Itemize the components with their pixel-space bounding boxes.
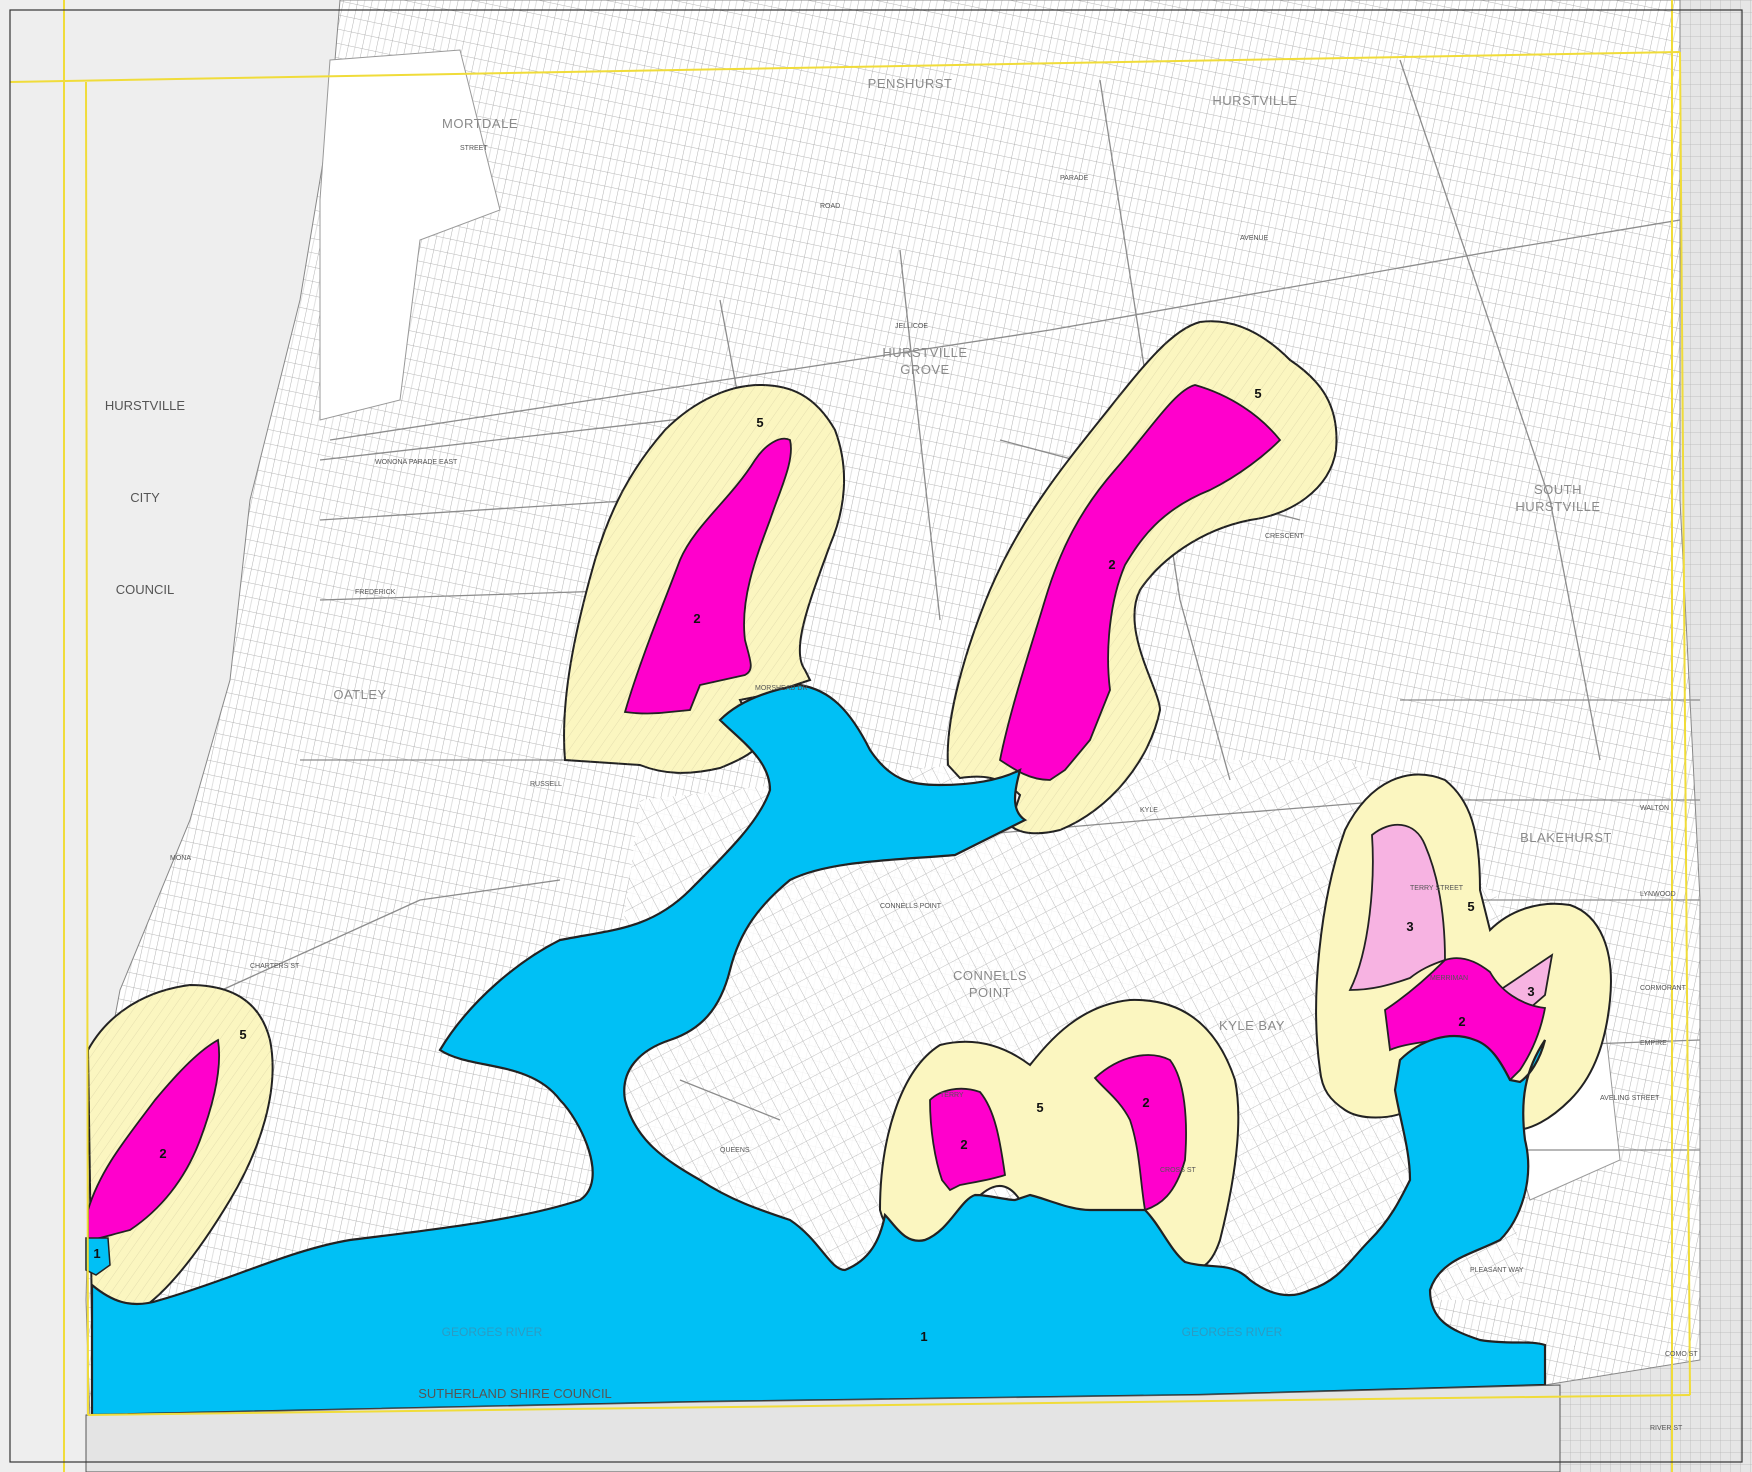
street-label: AVELING STREET <box>1600 1095 1660 1102</box>
suburb-label-oatley: OATLEY <box>333 687 386 702</box>
river-label-east: GEORGES RIVER <box>1182 1325 1283 1339</box>
zone-label-3-north: 3 <box>1406 919 1413 934</box>
street-label: QUEENS <box>720 1147 750 1154</box>
street-label: PLEASANT WAY <box>1470 1267 1524 1274</box>
street-label: ROAD <box>820 203 840 210</box>
street-label: CONNELLS POINT <box>880 903 942 910</box>
suburb-label-connells-point-2: POINT <box>969 985 1011 1000</box>
sutherland-shore <box>85 1384 1561 1472</box>
street-label: MONA <box>170 855 191 862</box>
street-label: WONONA PARADE EAST <box>375 459 458 466</box>
zone-label-2-west: 2 <box>159 1146 166 1161</box>
street-label: CRESCENT <box>1265 533 1304 540</box>
council-boundary <box>9 0 1691 1472</box>
zone-label-5-blakehurst: 5 <box>1467 899 1474 914</box>
zone-3-area-north <box>1348 823 1446 991</box>
suburb-label-hurstville-grove-2: GROVE <box>900 362 949 377</box>
street-label: TERRY STREET <box>1410 885 1464 892</box>
street-label: AVENUE <box>1240 235 1269 242</box>
zone-label-2-oatley: 2 <box>693 611 700 626</box>
suburb-label-south-hurstville-2: HURSTVILLE <box>1515 499 1600 514</box>
georges-river-waterway <box>90 683 1547 1417</box>
suburb-label-mortdale: MORTDALE <box>442 116 518 131</box>
lga-parcel-area-south <box>600 760 1520 1300</box>
street-label: LYNWOOD <box>1640 891 1676 898</box>
zone-label-1-west: 1 <box>93 1246 100 1261</box>
street-label: FREDERICK <box>355 589 396 596</box>
street-label: KYLE <box>1140 807 1158 814</box>
zone-2-area-connells-point-east <box>1093 1054 1187 1212</box>
zone-label-2-blakehurst: 2 <box>1458 1014 1465 1029</box>
hurstville-council-label-line2: CITY <box>130 490 160 505</box>
zone-2-area-hurstville-grove <box>998 384 1282 781</box>
zone-label-3-east: 3 <box>1527 984 1534 999</box>
zone-label-5-connells: 5 <box>1036 1100 1043 1115</box>
street-labels: STREET ROAD PARADE AVENUE CRESCENT MORSH… <box>170 145 1698 1432</box>
zone-label-2-connells-west: 2 <box>960 1137 967 1152</box>
suburb-label-hurstville: HURSTVILLE <box>1212 93 1297 108</box>
zone-label-2-hurstville-grove: 2 <box>1108 557 1115 572</box>
street-label: RIVER ST <box>1650 1425 1683 1432</box>
zone-2-area-west <box>87 1038 221 1241</box>
street-label: CORMORANT <box>1640 985 1687 992</box>
zone-2-area-connells-point-west <box>929 1087 1006 1192</box>
suburb-label-penshurst: PENSHURST <box>868 76 953 91</box>
street-label: TERRY <box>940 1092 964 1099</box>
zone-label-5-hurstville-grove: 5 <box>1254 386 1261 401</box>
zone-label-1-main: 1 <box>920 1329 927 1344</box>
suburb-label-hurstville-grove-1: HURSTVILLE <box>882 345 967 360</box>
suburb-label-south-hurstville-1: SOUTH <box>1534 482 1582 497</box>
waterway-patch-west <box>85 1237 111 1276</box>
suburb-label-kyle-bay: KYLE BAY <box>1219 1018 1285 1033</box>
street-label: EMPIRE <box>1640 1040 1667 1047</box>
river-label-west: GEORGES RIVER <box>442 1325 543 1339</box>
street-label: CROSS ST <box>1160 1167 1197 1174</box>
street-label: MORSHEAD DR <box>755 685 808 692</box>
zone-2-area-oatley <box>623 437 792 715</box>
zone-2-areas <box>87 384 1547 1241</box>
street-label: JELLICOE <box>895 323 928 330</box>
zone-label-5-west: 5 <box>239 1027 246 1042</box>
zone-label-5-oatley: 5 <box>756 415 763 430</box>
hurstville-council-area <box>0 0 340 1472</box>
suburb-label-blakehurst: BLAKEHURST <box>1520 830 1612 845</box>
hurstville-council-label-line1: HURSTVILLE <box>105 398 186 413</box>
street-label: COMO ST <box>1665 1351 1698 1358</box>
street-label: WALTON <box>1640 805 1669 812</box>
suburb-label-connells-point-1: CONNELLS <box>953 968 1027 983</box>
sutherland-council-label: SUTHERLAND SHIRE COUNCIL <box>418 1386 612 1401</box>
street-label: MERRIMAN <box>1430 975 1468 982</box>
zone-3-areas <box>1348 823 1554 1009</box>
street-label: CHARTERS ST <box>250 963 300 970</box>
street-label: RUSSELL <box>530 781 562 788</box>
street-label: PARADE <box>1060 175 1089 182</box>
zone-label-2-connells-east: 2 <box>1142 1095 1149 1110</box>
map-frame <box>9 9 1743 1463</box>
hurstville-council-label-line3: COUNCIL <box>116 582 175 597</box>
street-label: STREET <box>460 145 488 152</box>
reserve-mortdale <box>319 49 501 421</box>
